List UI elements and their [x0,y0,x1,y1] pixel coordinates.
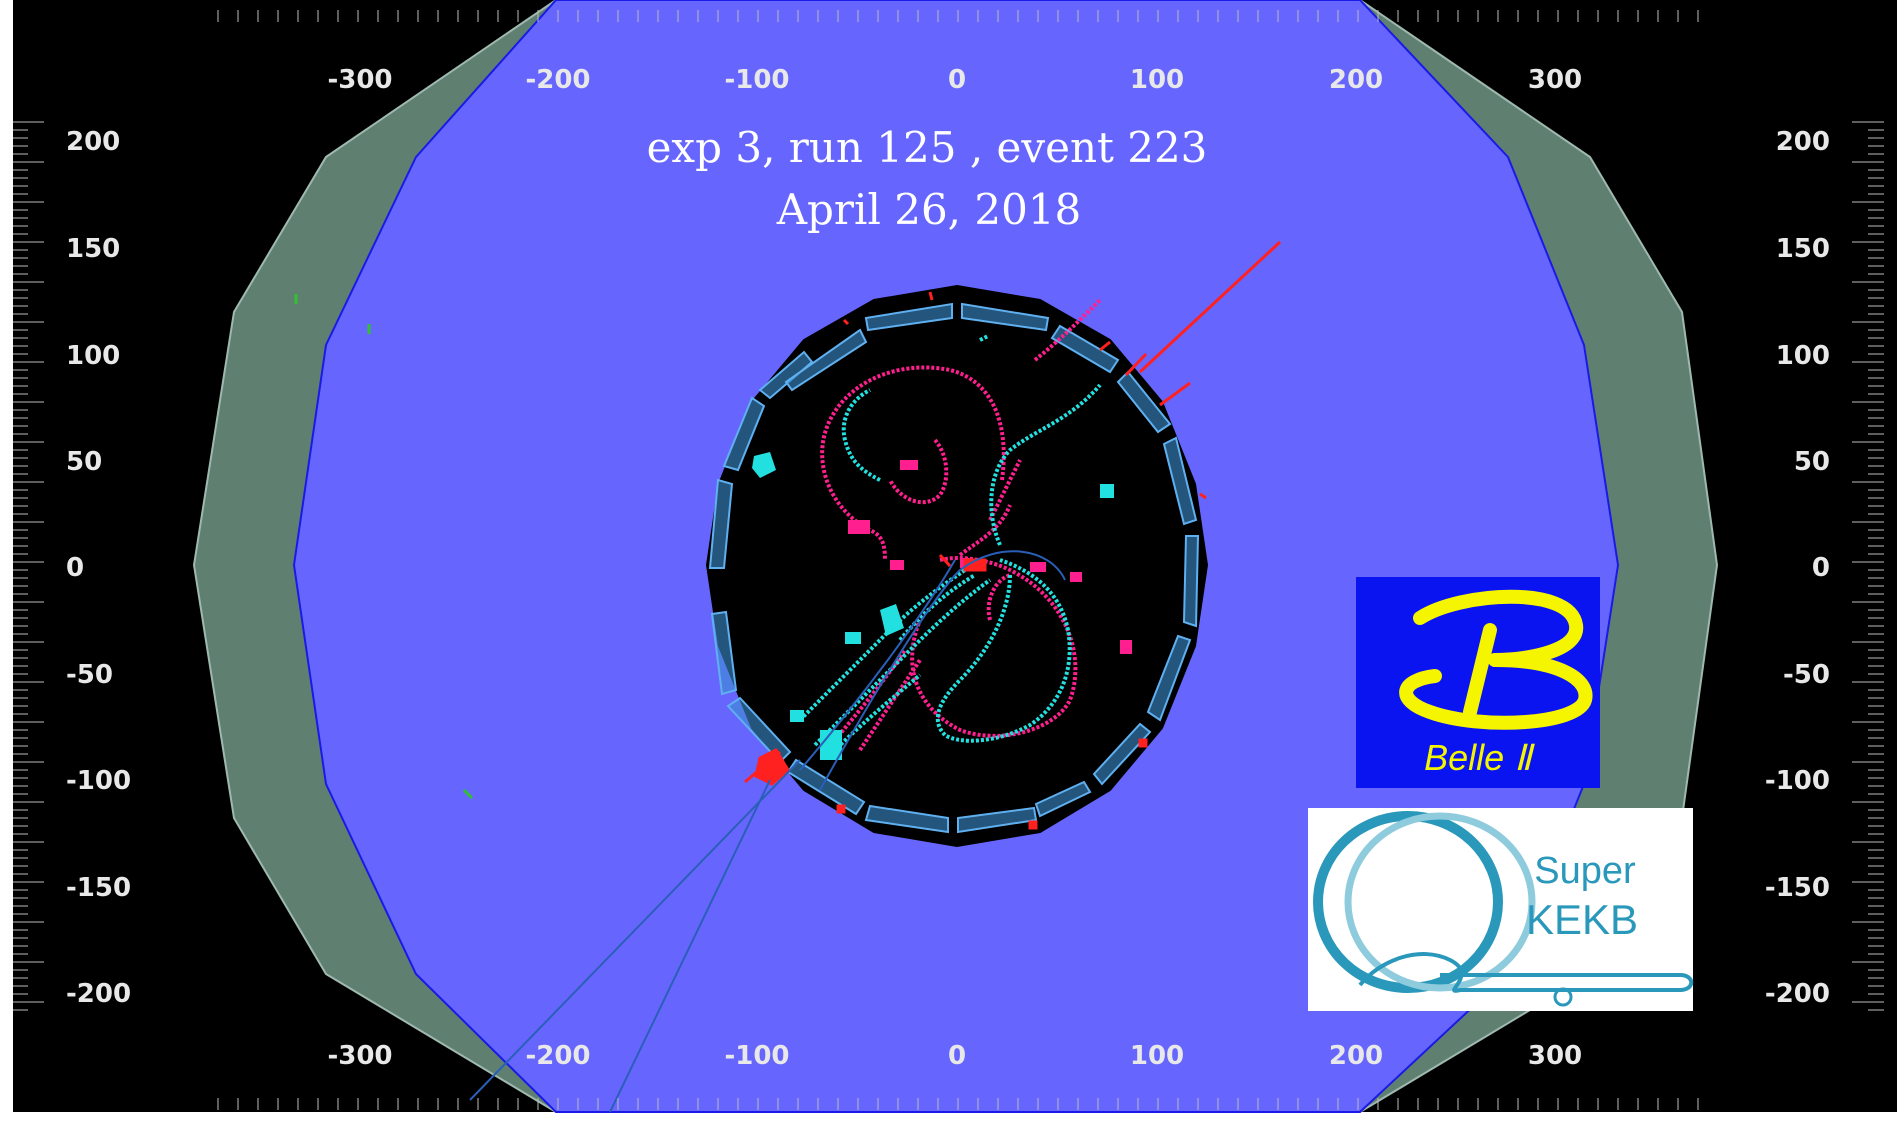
x-tick-bottom: 100 [1130,1041,1184,1071]
event-title-line1: exp 3, run 125 , event 223 [647,123,1208,172]
page-margin-left [0,0,13,1119]
y-tick-right: -50 [1783,660,1830,690]
ecl-barrel [708,302,1200,834]
x-tick-top: 0 [948,65,966,95]
y-tick-left: -200 [66,979,131,1009]
x-tick-top: -100 [724,65,789,95]
x-tick-bottom: 0 [948,1041,966,1071]
y-axis-left: 200 150 100 50 0 -50 -100 -150 -200 [66,127,131,1009]
y-tick-right: 100 [1776,341,1830,371]
klm-hits [294,294,474,800]
y-tick-left: 200 [66,127,120,157]
x-tick-top: 300 [1528,65,1582,95]
x-tick-bottom: -300 [327,1041,392,1071]
cyan-clusters [752,452,1114,760]
x-tick-top: 200 [1329,65,1383,95]
left-ruler [13,121,44,1011]
y-tick-right: 50 [1794,447,1830,477]
y-tick-right: -100 [1765,766,1830,796]
y-tick-left: 100 [66,341,120,371]
y-tick-left: -50 [66,660,113,690]
long-tracks [469,550,1066,1113]
superkekb-q-logo-icon [1313,811,1694,1007]
belle-ii-label: Belle Ⅱ [1424,737,1535,778]
x-tick-bottom: 200 [1329,1041,1383,1071]
y-tick-left: -150 [66,873,131,903]
page-margin-bottom [0,1112,1897,1119]
y-tick-left: 150 [66,234,120,264]
x-tick-bottom: 300 [1528,1041,1582,1071]
top-ruler [217,10,1699,22]
y-tick-right: -200 [1765,979,1830,1009]
x-axis-bottom: -300 -200 -100 0 100 200 300 [327,1041,1582,1071]
x-tick-bottom: -100 [724,1041,789,1071]
x-tick-top: -200 [525,65,590,95]
x-tick-bottom: -200 [525,1041,590,1071]
right-ruler [1852,121,1884,1011]
y-tick-right: 200 [1776,127,1830,157]
y-tick-left: 0 [66,553,84,583]
x-axis-top: -300 -200 -100 0 100 200 300 [327,65,1582,95]
y-tick-right: 0 [1812,553,1830,583]
y-tick-right: -150 [1765,873,1830,903]
x-tick-top: 100 [1130,65,1184,95]
superkekb-logo: Super KEKB [1308,808,1694,1011]
y-tick-right: 150 [1776,234,1830,264]
superkekb-line2: KEKB [1526,896,1638,943]
tracks-magenta [820,298,1102,752]
belle-b-logo-icon [1399,589,1593,730]
y-tick-left: 50 [66,447,102,477]
y-tick-left: -100 [66,766,131,796]
bottom-ruler [217,1098,1699,1110]
superkekb-line1: Super [1534,850,1636,892]
y-axis-right: 200 150 100 50 0 -50 -100 -150 -200 [1765,127,1830,1009]
event-title: exp 3, run 125 , event 223 April 26, 201… [647,123,1208,234]
ecl-hits [744,240,1282,830]
belle-ii-logo: Belle Ⅱ [1356,577,1600,788]
event-title-line2: April 26, 2018 [776,185,1082,234]
x-tick-top: -300 [327,65,392,95]
